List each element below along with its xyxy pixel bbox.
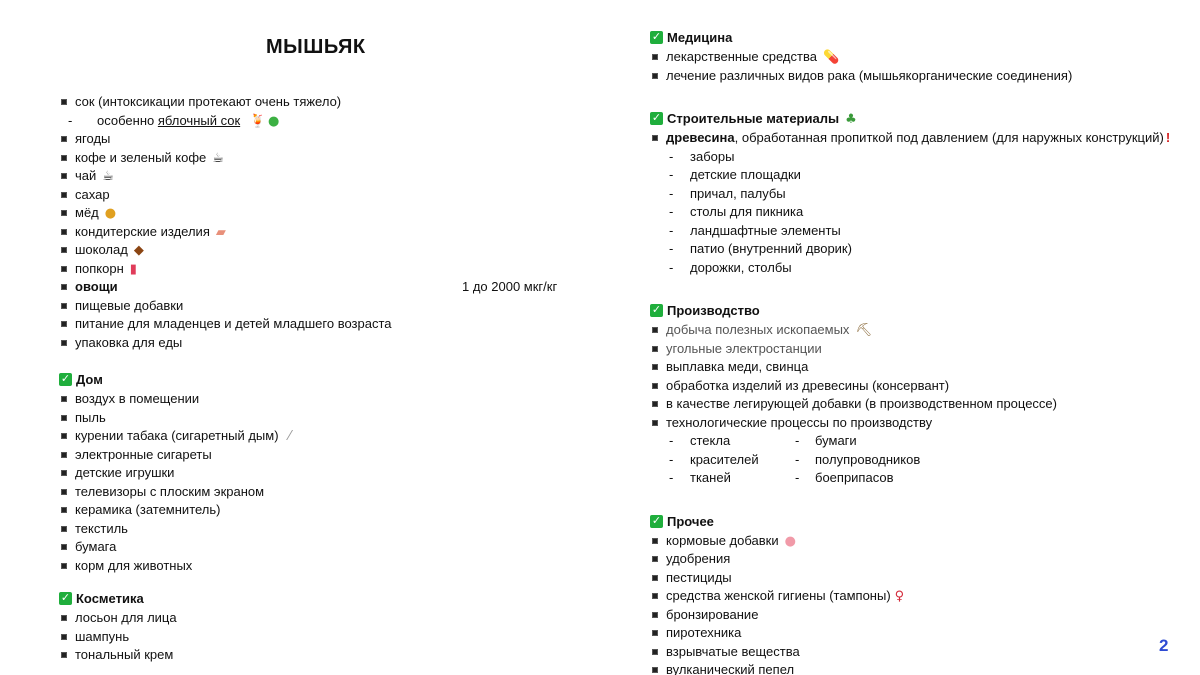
check-icon: ✓ — [650, 112, 663, 125]
list-item: телевизоры с плоским экраном — [59, 483, 579, 502]
woman-icon: ♀ — [894, 589, 905, 604]
list-item: лекарственные средства💊 — [650, 48, 1190, 67]
exclamation-icon: ! — [1165, 130, 1171, 145]
list-item: пестициды — [650, 569, 1190, 588]
sub-list-item: -красителей-полупроводников — [669, 451, 921, 467]
list-item: бумага — [59, 538, 579, 557]
list-item: кондитерские изделия▰ — [59, 223, 579, 242]
list-item: шампунь — [59, 628, 579, 647]
list-item: чай☕ — [59, 167, 579, 186]
check-icon: ✓ — [650, 304, 663, 317]
list-item: пыль — [59, 409, 579, 428]
sub-list-item: -заборы — [669, 148, 735, 164]
sub-list-item: - особенно яблочный сок 🍹● — [68, 112, 280, 129]
honey-pot-icon: ● — [104, 206, 117, 221]
tea-icon: ☕ — [102, 169, 114, 184]
sub-list-item: -патио (внутренний дворик) — [669, 241, 852, 256]
page-number: 2 — [1159, 636, 1169, 655]
list-item: удобрения — [650, 550, 1190, 569]
list-item: сахар — [59, 186, 579, 205]
dash-marker: - — [68, 112, 73, 128]
list-item: мёд● — [59, 204, 579, 223]
list-item: питание для младенцев и детей младшего в… — [59, 315, 579, 334]
list-item: корм для животных — [59, 557, 579, 576]
sub-list-item: -стекла-бумаги — [669, 433, 857, 448]
section-heading-production: ✓Производство — [650, 303, 760, 318]
list-item: пиротехника — [650, 624, 1190, 643]
sub-list-item: -ландшафтные элементы — [669, 222, 841, 238]
check-icon: ✓ — [650, 31, 663, 44]
check-icon: ✓ — [59, 592, 72, 605]
list-item: ягоды — [59, 130, 579, 149]
list-item: попкорн▮ — [59, 260, 579, 279]
list-item: упаковка для еды — [59, 334, 579, 353]
section-heading-medicine: ✓Медицина — [650, 30, 733, 45]
list-item: угольные электростанции — [650, 340, 1190, 359]
list-item: воздух в помещении — [59, 390, 579, 409]
list-item: пищевые добавки — [59, 297, 579, 316]
pill-icon: 💊 — [822, 50, 840, 65]
list-item: сок (интоксикации протекают очень тяжело… — [59, 93, 579, 112]
list-item: курении табака (сигаретный дым)⁄ — [59, 427, 579, 446]
list-item: детские игрушки — [59, 464, 579, 483]
sub-list-item: -столы для пикника — [669, 204, 804, 219]
list-item: бронзирование — [650, 606, 1190, 625]
left-column: сок (интоксикации протекают очень тяжело… — [59, 93, 579, 665]
right-column: ✓Медицина лекарственные средства💊 лечени… — [650, 28, 1190, 675]
list-item: шоколад◆ — [59, 241, 579, 260]
list-item: добыча полезных ископаемых⛏ — [650, 321, 1190, 340]
cigarette-icon: ⁄ — [288, 429, 291, 444]
section-heading-building: ✓Строительные материалы♣ — [650, 111, 857, 127]
list-item: обработка изделий из древесины (консерва… — [650, 377, 1190, 396]
sub-list-item: -детские площадки — [669, 167, 801, 182]
cake-icon: ▰ — [215, 224, 226, 240]
sub-list-item: -тканей-боеприпасов — [669, 470, 894, 485]
section-heading-cosmetics: ✓Косметика — [59, 591, 144, 606]
section-heading-home: ✓Дом — [59, 372, 103, 387]
list-item: электронные сигареты — [59, 446, 579, 465]
check-icon: ✓ — [59, 373, 72, 386]
list-item: текстиль — [59, 520, 579, 539]
list-item: кормовые добавки● — [650, 532, 1190, 551]
list-item: в качестве легирующей добавки (в произво… — [650, 395, 1190, 414]
list-item: лосьон для лица — [59, 609, 579, 628]
sub-list-item: -дорожки, столбы — [669, 259, 792, 275]
pig-icon: ● — [784, 533, 796, 549]
list-item: средства женской гигиены (тампоны)♀ — [650, 587, 1190, 606]
list-item: керамика (затемнитель) — [59, 501, 579, 520]
list-item: вулканический пепел — [650, 661, 1190, 675]
dose-value: 1 до 2000 мкг/кг — [462, 279, 558, 294]
pickaxe-icon: ⛏ — [855, 323, 872, 338]
list-item: тональный крем — [59, 646, 579, 665]
apple-juice-link[interactable]: яблочный сок — [157, 112, 241, 128]
list-item: лечение различных видов рака (мышьякорга… — [650, 67, 1190, 86]
list-item: выплавка меди, свинца — [650, 358, 1190, 377]
section-heading-other: ✓Прочее — [650, 513, 714, 529]
check-icon: ✓ — [650, 514, 663, 528]
popcorn-icon: ▮ — [129, 261, 137, 277]
page-title: МЫШЬЯК — [266, 36, 366, 58]
cocktail-icon: 🍹 — [249, 113, 266, 129]
list-item: технологические процессы по производству — [650, 414, 1190, 433]
list-item: древесина, обработанная пропиткой под да… — [650, 129, 1190, 148]
list-item: кофе и зеленый кофе☕ — [59, 149, 579, 168]
coffee-icon: ☕ — [212, 150, 224, 166]
tree-icon: ♣ — [845, 112, 857, 127]
chocolate-icon: ◆ — [133, 243, 144, 258]
green-apple-icon: ● — [267, 113, 280, 129]
list-item: взрывчатые вещества — [650, 643, 1190, 662]
sub-list-item: -причал, палубы — [669, 185, 786, 201]
